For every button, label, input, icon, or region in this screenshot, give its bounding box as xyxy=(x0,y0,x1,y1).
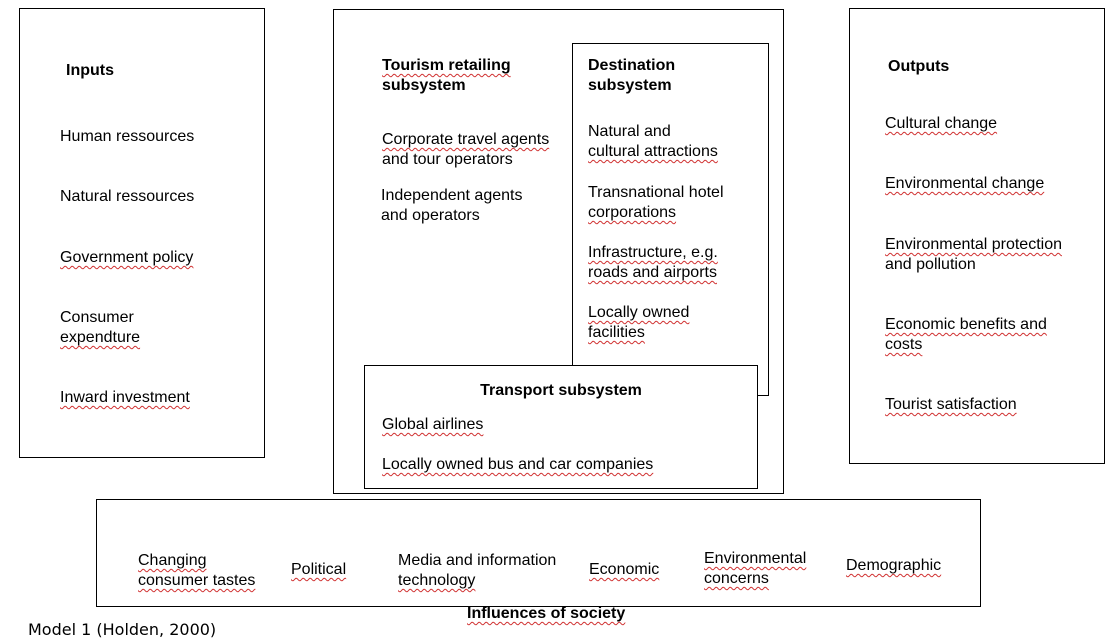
retailing-item-corporate-line2: and tour operators xyxy=(382,151,513,168)
society-item-media-line2: technology xyxy=(398,572,476,589)
input-item-inward-investment: Inward investment xyxy=(60,389,190,406)
transport-item-global-airlines: Global airlines xyxy=(382,416,484,433)
society-item-environmental-line1: Environmental xyxy=(704,550,807,567)
retailing-heading-line1: Tourism retailing xyxy=(382,57,511,74)
retailing-heading-line2: subsystem xyxy=(382,77,466,94)
retailing-item-independent-line2: and operators xyxy=(381,207,480,224)
destination-item-infrastructure-line1: Infrastructure, e.g. xyxy=(588,244,718,261)
outputs-box xyxy=(849,8,1105,464)
output-item-env-protection-line2: and pollution xyxy=(885,256,976,273)
output-item-economic-line2: costs xyxy=(885,336,923,353)
input-item-natural-resources: Natural ressources xyxy=(60,188,195,205)
society-item-media-line1: Media and information xyxy=(398,552,557,569)
retailing-item-independent-line1: Independent agents xyxy=(381,187,523,204)
destination-item-attractions-line1: Natural and xyxy=(588,123,671,140)
transport-item-local-bus-car: Locally owned bus and car companies xyxy=(382,456,654,473)
output-item-cultural-change: Cultural change xyxy=(885,115,998,132)
destination-item-infrastructure-line2: roads and airports xyxy=(588,264,717,281)
output-item-environmental-change: Environmental change xyxy=(885,175,1045,192)
outputs-heading: Outputs xyxy=(888,58,950,75)
society-item-economic: Economic xyxy=(589,561,660,578)
destination-item-local-line1: Locally owned xyxy=(588,304,690,321)
input-item-human-resources: Human ressources xyxy=(60,128,195,145)
inputs-heading: Inputs xyxy=(66,62,114,79)
retailing-item-corporate-line1: Corporate travel agents xyxy=(382,131,550,148)
destination-item-hotel-line1: Transnational hotel xyxy=(588,184,724,201)
destination-item-attractions-line2: cultural attractions xyxy=(588,143,718,160)
society-item-demographic: Demographic xyxy=(846,557,942,574)
input-item-government-policy: Government policy xyxy=(60,249,194,266)
figure-caption: Model 1 (Holden, 2000) xyxy=(28,620,217,639)
society-item-consumer-tastes-line2: consumer tastes xyxy=(138,572,256,589)
transport-box xyxy=(364,365,758,489)
destination-item-hotel-line2: corporations xyxy=(588,204,677,221)
destination-heading-line2: subsystem xyxy=(588,77,672,94)
input-item-consumer-expenditure-line1: Consumer xyxy=(60,309,134,326)
transport-heading: Transport subsystem xyxy=(480,382,642,399)
destination-heading-line1: Destination xyxy=(588,57,676,74)
society-item-consumer-tastes-line1: Changing xyxy=(138,552,207,569)
society-item-political: Political xyxy=(291,561,347,578)
input-item-consumer-expenditure-line2: expendture xyxy=(60,329,141,346)
output-item-economic-line1: Economic benefits and xyxy=(885,316,1047,333)
output-item-env-protection-line1: Environmental protection xyxy=(885,236,1062,253)
inputs-box xyxy=(19,8,265,458)
society-heading: Influences of society xyxy=(467,605,626,622)
output-item-tourist-satisfaction: Tourist satisfaction xyxy=(885,396,1017,413)
society-item-environmental-line2: concerns xyxy=(704,570,769,587)
destination-item-local-line2: facilities xyxy=(588,324,645,341)
society-box xyxy=(96,499,981,607)
